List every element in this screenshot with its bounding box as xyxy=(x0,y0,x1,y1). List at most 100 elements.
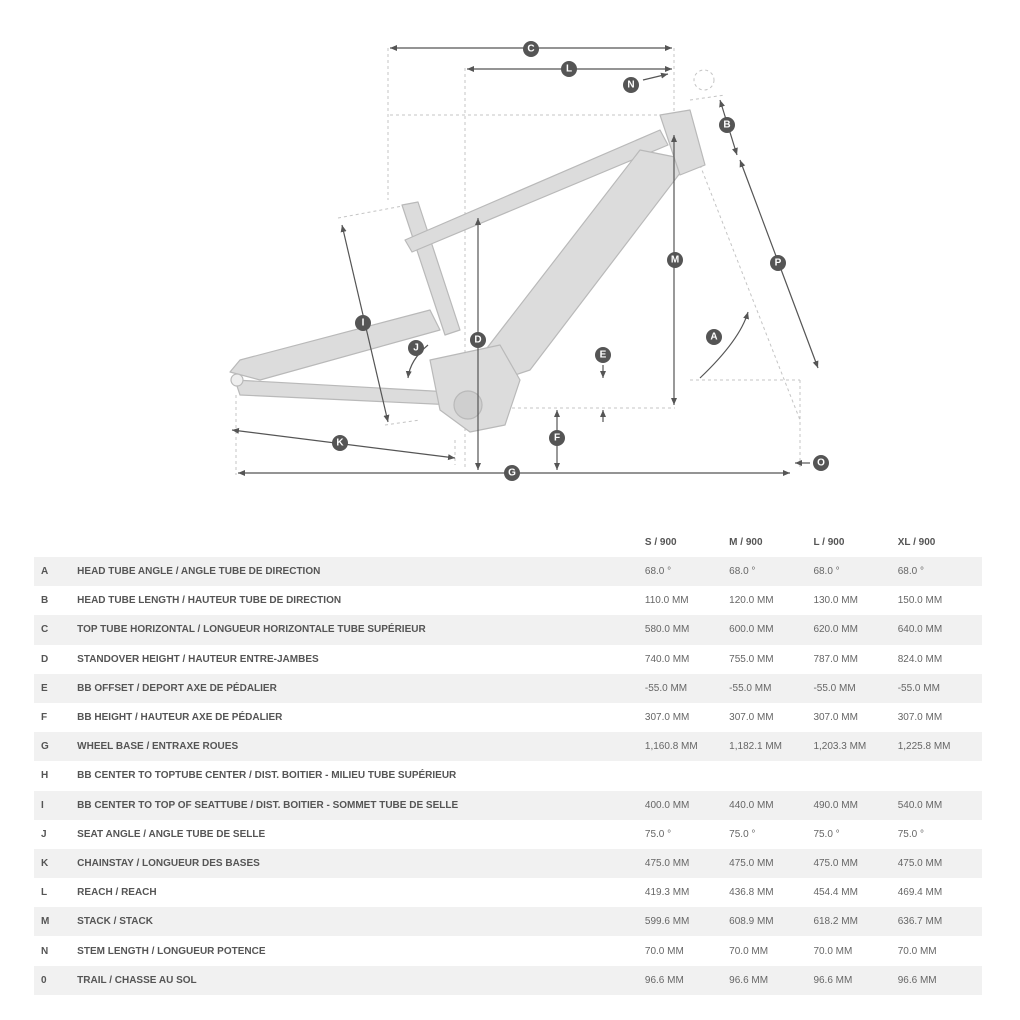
value-size-l: 130.0 MM xyxy=(813,595,858,607)
row-letter: K xyxy=(41,857,49,869)
row-letter: 0 xyxy=(41,974,47,986)
value-size-l: 1,203.3 MM xyxy=(813,741,867,753)
value-size-s: 599.6 MM xyxy=(644,916,690,928)
row-name: HEAD TUBE LENGTH / HAUTEUR TUBE DE DIREC… xyxy=(77,595,342,607)
value-size-xl: 469.4 MM xyxy=(897,887,943,899)
table-row: D STANDOVER HEIGHT / HAUTEUR ENTRE-JAMBES… xyxy=(34,645,982,674)
value-size-l: 787.0 MM xyxy=(813,653,858,665)
svg-text:E: E xyxy=(600,350,607,361)
row-letter: F xyxy=(41,712,48,724)
row-letter: B xyxy=(41,595,49,607)
value-size-m: 70.0 MM xyxy=(729,945,769,957)
label-f: F xyxy=(549,430,565,446)
svg-text:F: F xyxy=(554,433,560,444)
value-size-xl: 640.0 MM xyxy=(897,624,943,636)
value-size-m: 75.0 ° xyxy=(729,828,756,840)
header-size-m: M / 900 xyxy=(729,537,763,548)
value-size-l: 75.0 ° xyxy=(813,828,840,840)
table-row: C TOP TUBE HORIZONTAL / LONGUEUR HORIZONT… xyxy=(34,615,982,645)
value-size-xl: 636.7 MM xyxy=(897,916,943,928)
row-name: STACK / STACK xyxy=(77,916,153,928)
header-size-s: S / 900 xyxy=(644,537,677,548)
value-size-xl: 75.0 ° xyxy=(897,828,924,840)
value-size-xl: 96.6 MM xyxy=(897,974,937,986)
value-size-xl: 70.0 MM xyxy=(897,945,937,957)
table-row: B HEAD TUBE LENGTH / HAUTEUR TUBE DE DIRE… xyxy=(34,586,982,615)
row-letter: H xyxy=(41,770,49,782)
svg-text:J: J xyxy=(413,343,419,354)
label-o: O xyxy=(813,455,829,471)
value-size-s: -55.0 MM xyxy=(644,682,688,694)
label-d: D xyxy=(470,332,486,348)
label-c: C xyxy=(523,41,539,57)
row-name: WHEEL BASE / ENTRAXE ROUES xyxy=(77,741,239,753)
row-name: BB HEIGHT / HAUTEUR AXE DE PÉDALIER xyxy=(77,712,283,724)
value-size-s: 1,160.8 MM xyxy=(644,741,698,753)
row-letter: L xyxy=(41,887,48,899)
value-size-l: 620.0 MM xyxy=(813,624,858,636)
value-size-m: 120.0 MM xyxy=(729,595,774,607)
value-size-s: 400.0 MM xyxy=(644,799,690,811)
label-i: I xyxy=(355,315,371,331)
row-name: TRAIL / CHASSE AU SOL xyxy=(77,974,197,986)
guide-lines xyxy=(235,48,801,475)
row-letter: J xyxy=(41,828,47,840)
table-header-row: S / 900 M / 900 L / 900 XL / 900 xyxy=(34,528,982,557)
header-size-l: L / 900 xyxy=(813,537,845,548)
value-size-xl: -55.0 MM xyxy=(897,682,940,694)
row-name: CHAINSTAY / LONGUEUR DES BASES xyxy=(77,857,260,869)
row-name: TOP TUBE HORIZONTAL / LONGUEUR HORIZONTA… xyxy=(77,624,426,636)
value-size-xl: 540.0 MM xyxy=(897,799,943,811)
value-size-m: 600.0 MM xyxy=(729,624,774,636)
row-letter: D xyxy=(41,653,49,665)
svg-text:C: C xyxy=(527,44,534,55)
row-letter: C xyxy=(41,624,49,636)
value-size-m: 436.8 MM xyxy=(729,887,774,899)
value-size-xl: 475.0 MM xyxy=(897,857,943,869)
label-p: P xyxy=(770,255,786,271)
value-size-m: 440.0 MM xyxy=(729,799,774,811)
row-name: STEM LENGTH / LONGUEUR POTENCE xyxy=(77,945,266,957)
label-b: B xyxy=(719,117,735,133)
value-size-l: -55.0 MM xyxy=(813,682,856,694)
svg-text:L: L xyxy=(566,64,572,75)
label-a: A xyxy=(706,329,722,345)
label-e: E xyxy=(595,347,611,363)
label-g: G xyxy=(504,465,520,481)
value-size-s: 740.0 MM xyxy=(644,653,690,665)
row-name: STANDOVER HEIGHT / HAUTEUR ENTRE-JAMBES xyxy=(77,653,319,665)
header-letter xyxy=(34,528,77,557)
value-size-s: 110.0 MM xyxy=(644,595,689,607)
svg-text:P: P xyxy=(775,258,782,269)
svg-text:D: D xyxy=(474,335,481,346)
value-size-m xyxy=(729,761,813,790)
value-size-s: 419.3 MM xyxy=(644,887,690,899)
value-size-m: 68.0 ° xyxy=(729,566,756,578)
value-size-l xyxy=(813,761,897,790)
svg-text:O: O xyxy=(817,458,825,469)
dimension-labels: A B C D E F G I J K L M N O P xyxy=(332,41,829,481)
label-l: L xyxy=(561,61,577,77)
header-size-xl: XL / 900 xyxy=(897,537,936,548)
svg-text:B: B xyxy=(723,120,730,131)
frame-geometry-diagram: A B C D E F G I J K L M N O P xyxy=(229,41,829,481)
svg-text:N: N xyxy=(627,80,634,91)
svg-text:K: K xyxy=(336,438,344,449)
value-size-s: 307.0 MM xyxy=(644,712,690,724)
value-size-l: 70.0 MM xyxy=(813,945,853,957)
row-letter: E xyxy=(41,682,48,694)
value-size-l: 96.6 MM xyxy=(813,974,853,986)
dimension-lines xyxy=(231,45,819,476)
value-size-m: -55.0 MM xyxy=(729,682,772,694)
value-size-s: 68.0 ° xyxy=(644,566,672,578)
value-size-xl: 824.0 MM xyxy=(897,653,943,665)
